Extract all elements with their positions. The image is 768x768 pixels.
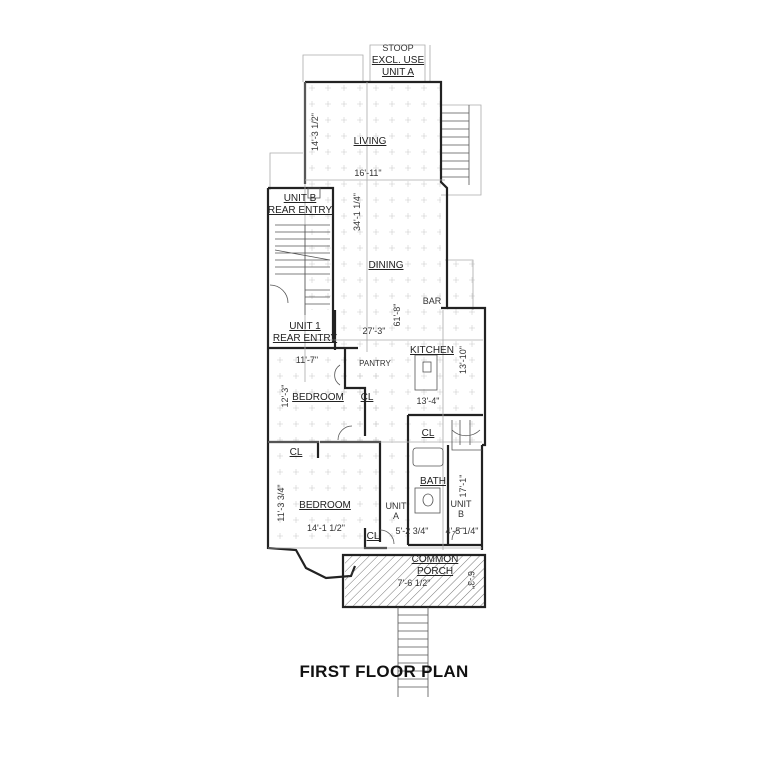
sink (422, 361, 432, 373)
unit-b-stair (451, 420, 482, 451)
gridlines (268, 82, 483, 550)
unit-b-label-2: B (458, 509, 464, 519)
dim-bath-depth: 17'-1" (458, 475, 468, 498)
unit-b-label-1: UNIT (451, 499, 472, 509)
dim-bed2-depth: 11'-3 3/4" (276, 484, 286, 521)
unit-b-rear-entry-1: UNIT B (284, 193, 317, 204)
closet-4: CL (367, 531, 380, 542)
walls (266, 80, 487, 580)
side-walk-left (269, 152, 474, 310)
unit-1-rear-entry-1: UNIT 1 (289, 321, 321, 332)
unit-1-rear-entry-2: REAR ENTRY (273, 333, 338, 344)
dim-porch-depth: 6'-3" (466, 571, 476, 589)
porch-label-2: PORCH (417, 566, 453, 577)
room-kitchen: KITCHEN (410, 345, 454, 356)
unit-a-label-2: A (393, 511, 399, 521)
dim-living-depth: 14'-3 1/2" (310, 113, 320, 151)
dim-porch-width: 7'-6 1/2" (398, 578, 431, 588)
dim-bed1-width: 11'-7" (296, 355, 318, 365)
floor-area (268, 82, 483, 548)
unit-b-rear-entry-2: REAR ENTRY (268, 205, 333, 216)
dim-bed1-depth: 12'-3" (280, 385, 290, 408)
common-porch (341, 553, 487, 609)
room-bedroom-2: BEDROOM (299, 500, 351, 511)
stoop-label-1: STOOP (382, 43, 413, 53)
closet-1: CL (361, 392, 374, 403)
room-dining: DINING (369, 260, 404, 271)
dim-dining-depth: 34'-1 1/4" (352, 193, 362, 231)
dim-kitchen-width: 13'-4" (417, 396, 440, 406)
stoop-label-3: UNIT A (382, 67, 414, 78)
dim-bed2-width: 14'-1 1/2" (307, 523, 345, 533)
pantry-label: PANTRY (359, 359, 391, 368)
dim-overall-width: 27'-3" (363, 326, 386, 336)
porch-label-1: COMMON (412, 554, 459, 565)
closet-3: CL (422, 428, 435, 439)
dim-kitchen-depth: 13'-10" (458, 346, 468, 374)
plan-title: FIRST FLOOR PLAN (299, 662, 469, 681)
dim-unit-b-width: 4'-5 1/4" (446, 526, 479, 536)
side-stair (441, 104, 482, 196)
room-living: LIVING (354, 136, 387, 147)
kitchen-island (414, 354, 438, 391)
dim-unit-a-width: 5'-2 3/4" (396, 526, 429, 536)
stoop (302, 44, 431, 82)
dim-living-width: 16'-11" (354, 168, 381, 178)
room-bath: BATH (420, 476, 446, 487)
stoop-label-2: EXCL. USE (372, 55, 425, 66)
bar-label: BAR (423, 296, 442, 306)
door-swings (334, 364, 465, 545)
dim-overall-depth: 61'-8" (392, 304, 402, 327)
unit-a-label-1: UNIT (386, 501, 407, 511)
room-bedroom-1: BEDROOM (292, 392, 344, 403)
bath-fixtures (412, 447, 444, 514)
front-stair (397, 607, 429, 697)
closet-2: CL (290, 447, 303, 458)
rear-stair (269, 187, 331, 315)
